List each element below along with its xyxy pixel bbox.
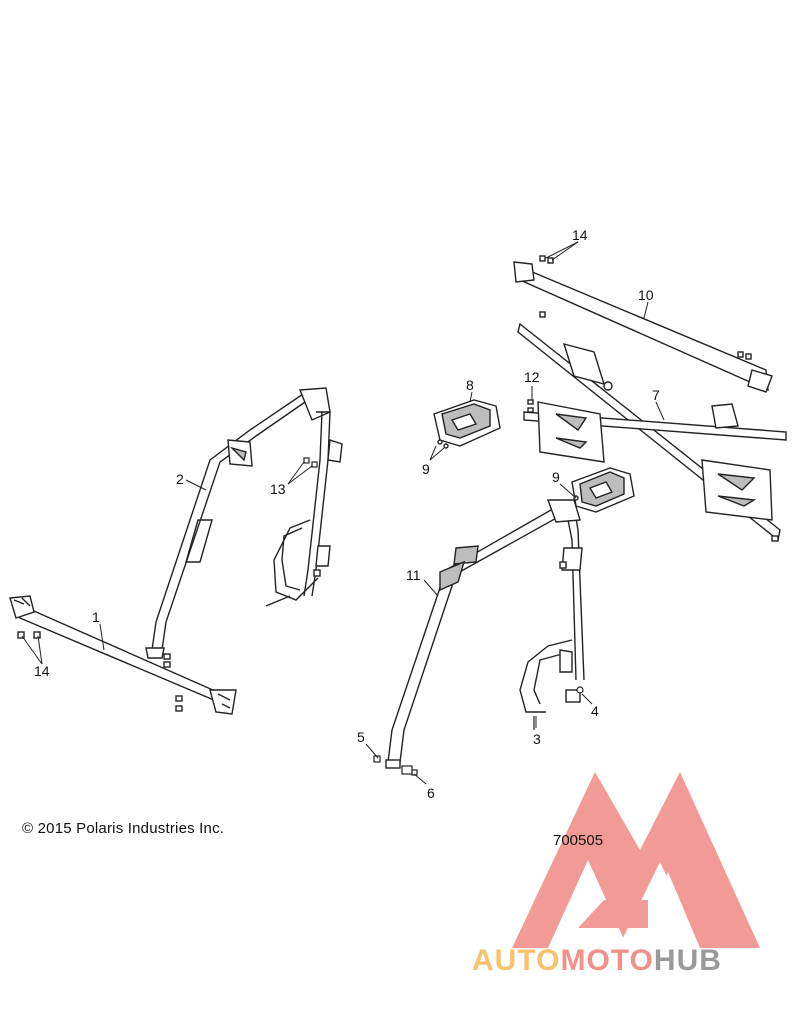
part-11-right-side-frame: [385, 499, 585, 769]
watermark-moto: MOTO: [560, 944, 654, 977]
callout-1: 1: [92, 609, 100, 625]
part-2-left-side-frame: [145, 387, 343, 668]
watermark-brand-text: AUTOMOTOHUB: [472, 944, 722, 978]
callout-14-top: 14: [572, 227, 588, 243]
callout-7: 7: [652, 387, 660, 403]
callout-9-left: 9: [422, 461, 430, 477]
watermark-auto: AUTO: [472, 944, 561, 977]
watermark-logo-icon: [512, 772, 760, 948]
diagram-number: 700505: [553, 832, 604, 849]
callout-10: 10: [638, 287, 654, 303]
part-10-rear-cross-bar: [513, 255, 773, 393]
part-8-rear-lamp-right: [571, 467, 635, 513]
fastener-hardware: [303, 457, 584, 776]
callout-11: 11: [406, 567, 421, 583]
part-8-rear-lamp-left: [433, 399, 501, 449]
callout-12: 12: [524, 369, 540, 385]
callout-8: 8: [466, 377, 474, 393]
callout-5: 5: [357, 729, 365, 745]
part-7-rear-panel-assembly: [517, 311, 787, 542]
callout-9-right: 9: [552, 469, 560, 485]
copyright-notice: © 2015 Polaris Industries Inc.: [22, 820, 225, 837]
callout-2: 2: [176, 471, 184, 487]
callout-leaders: [21, 241, 665, 785]
callout-14-left: 14: [34, 663, 50, 679]
part-1-front-cross-tube: [9, 595, 237, 715]
callout-4: 4: [591, 703, 599, 719]
callout-3: 3: [533, 731, 541, 747]
watermark-hub: HUB: [653, 944, 722, 977]
callout-13: 13: [270, 481, 286, 497]
callout-6: 6: [427, 785, 435, 801]
